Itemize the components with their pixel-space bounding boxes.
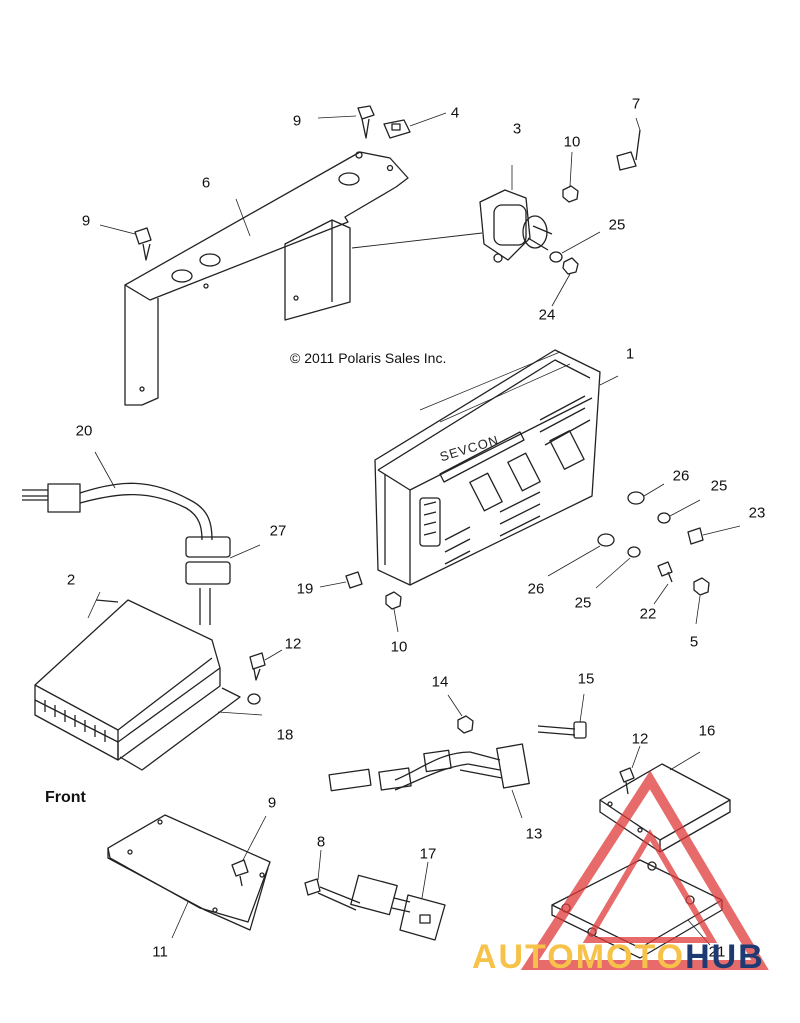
callout-5: 5 (689, 633, 699, 651)
callout-6: 6 (201, 174, 211, 192)
bolt-part-9-left (99, 224, 152, 261)
harness-part-13 (328, 743, 530, 819)
nut-part-5 (693, 577, 710, 625)
nut-part-24 (551, 257, 579, 307)
nut-part-10-mid (385, 591, 402, 633)
callout-2: 2 (66, 571, 76, 589)
callout-15: 15 (577, 670, 595, 688)
front-label: Front (45, 789, 86, 806)
harness-part-17 (350, 861, 446, 941)
bolt-part-23 (687, 525, 741, 545)
connector-part-27 (185, 536, 261, 585)
callout-9-left: 9 (81, 212, 91, 230)
callout-20: 20 (75, 422, 93, 440)
bolt-part-12-right (619, 745, 641, 795)
bolt-part-9-bottom (231, 815, 267, 887)
nut-part-10-top (562, 151, 579, 203)
callout-25-top: 25 (608, 216, 626, 234)
bracket-part-6 (124, 151, 483, 406)
charger-part-2 (34, 591, 241, 771)
bolt-part-15 (537, 693, 587, 739)
solenoid-part-3 (479, 165, 553, 263)
callout-16: 16 (698, 722, 716, 740)
washer-part-26-lower (547, 533, 615, 577)
callout-10-mid: 10 (390, 638, 408, 656)
washer-part-26-upper (627, 483, 665, 505)
callout-10-top: 10 (563, 133, 581, 151)
bolt-part-8 (304, 849, 361, 911)
callout-21: 21 (708, 943, 726, 961)
callout-26-upper: 26 (672, 467, 690, 485)
callout-26-lower: 26 (527, 580, 545, 598)
watermark-brand-part-b: HUB (685, 938, 765, 976)
plate-part-11 (107, 814, 271, 939)
callout-1: 1 (625, 345, 635, 363)
callout-7: 7 (631, 95, 641, 113)
callout-11: 11 (152, 943, 168, 961)
copyright-notice: © 2011 Polaris Sales Inc. (290, 350, 447, 366)
callout-18: 18 (276, 726, 294, 744)
watermark-logo (520, 770, 769, 970)
callout-22: 22 (639, 605, 657, 623)
callout-12-right: 12 (631, 730, 649, 748)
callout-8: 8 (316, 833, 326, 851)
stud-part-22 (653, 561, 673, 605)
callout-3: 3 (512, 120, 522, 138)
callout-24: 24 (538, 306, 556, 324)
callout-9-bottom: 9 (267, 794, 277, 812)
callout-25-mid: 25 (710, 477, 728, 495)
bolt-part-9-top (317, 105, 375, 139)
callout-27: 27 (269, 522, 287, 540)
callout-12-left: 12 (284, 635, 302, 653)
watermark-brand: AUTOMOTOHUB (472, 938, 765, 977)
callout-9-top: 9 (292, 112, 302, 130)
callout-13: 13 (525, 825, 543, 843)
washer-part-25-mid (657, 499, 701, 524)
clip-part-4 (383, 112, 447, 139)
nut-part-14 (447, 694, 474, 734)
washer-part-25-top (549, 231, 601, 263)
bolt-part-7 (616, 117, 641, 171)
callout-23: 23 (748, 504, 766, 522)
module-part-16 (599, 751, 731, 853)
controller-part-1 (374, 349, 619, 586)
washer-part-25-lower (595, 546, 641, 589)
callout-19: 19 (296, 580, 314, 598)
callout-25-lower: 25 (574, 594, 592, 612)
callout-4: 4 (450, 104, 460, 122)
bolt-part-19 (319, 571, 363, 589)
cable-part-20 (22, 451, 213, 625)
callout-14: 14 (431, 673, 449, 691)
washer-part-18 (217, 693, 263, 716)
callout-17: 17 (419, 845, 437, 863)
bolt-part-12-left (249, 649, 283, 681)
watermark-brand-part-a: AUTOMOTO (472, 938, 686, 976)
